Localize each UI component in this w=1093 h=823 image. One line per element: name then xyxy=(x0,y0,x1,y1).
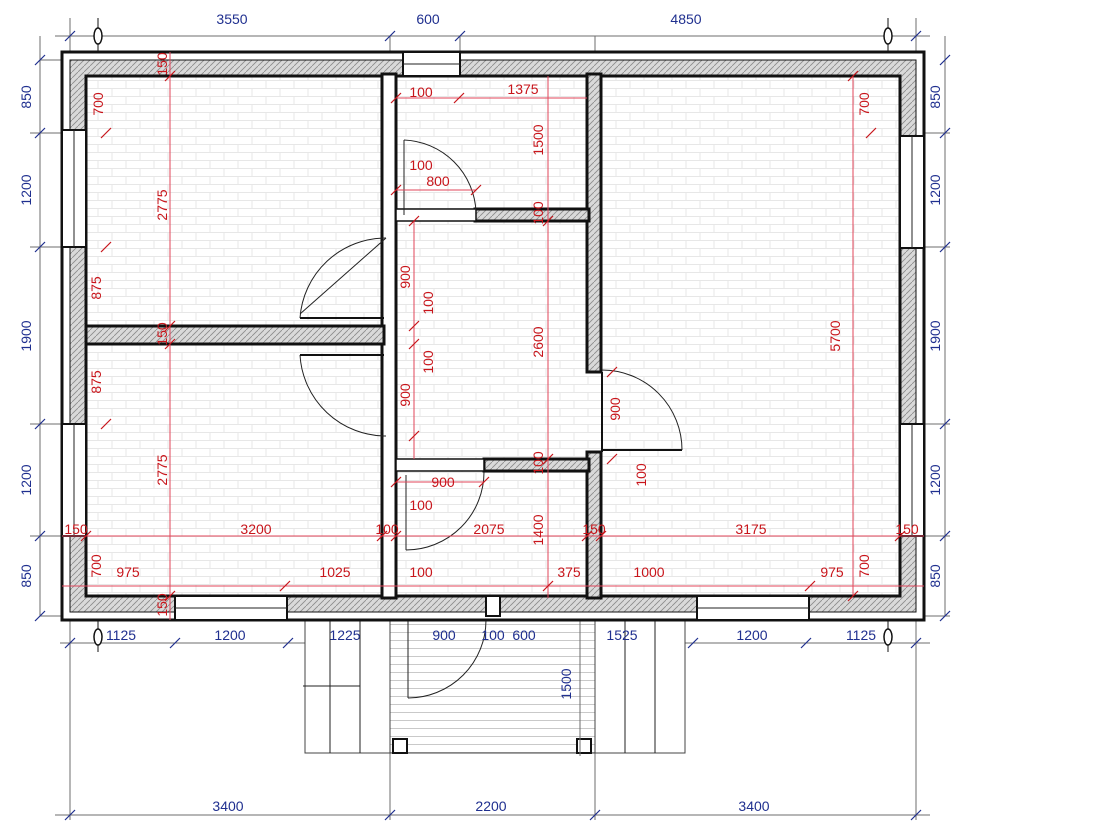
dim-right-2: 1200 xyxy=(927,174,943,205)
dim-700-tr: 700 xyxy=(856,92,872,116)
dim-700-bl: 700 xyxy=(88,554,104,578)
interior-walls xyxy=(84,72,603,600)
dim-porch: 1500 xyxy=(558,668,574,699)
dim-1025: 1025 xyxy=(319,564,350,580)
dim-lower-4: 900 xyxy=(432,627,456,643)
dim-2600: 2600 xyxy=(530,326,546,357)
dim-1000: 1000 xyxy=(633,564,664,580)
interior-dimension-labels: 150 700 2775 875 150 875 2775 150 3200 1… xyxy=(64,52,919,617)
dim-900-c: 900 xyxy=(431,474,455,490)
dim-right-5: 850 xyxy=(927,564,943,588)
dim-100-f: 100 xyxy=(530,451,546,475)
dim-top-1: 3550 xyxy=(216,11,247,27)
dim-left-1: 850 xyxy=(18,85,34,109)
dim-left-3: 1900 xyxy=(18,320,34,351)
dim-2775-bottom: 2775 xyxy=(154,454,170,485)
dim-lower-2: 1200 xyxy=(214,627,245,643)
dim-2775-top: 2775 xyxy=(154,189,170,220)
dim-right-1: 850 xyxy=(927,85,943,109)
dim-100-h: 100 xyxy=(409,564,433,580)
dim-100-mid: 100 xyxy=(375,521,399,537)
dim-1500: 1500 xyxy=(530,124,546,155)
dim-100-i: 100 xyxy=(633,463,649,487)
dim-left-5: 850 xyxy=(18,564,34,588)
grid-markers xyxy=(93,18,893,652)
dim-150-mid: 150 xyxy=(154,322,170,346)
dim-lower-6: 600 xyxy=(512,627,536,643)
entry-porch xyxy=(303,617,686,756)
dim-left-4: 1200 xyxy=(18,464,34,495)
dim-100-e: 100 xyxy=(420,350,436,374)
dim-1375: 1375 xyxy=(507,81,538,97)
dim-top-3: 4850 xyxy=(670,11,701,27)
windows xyxy=(61,51,925,621)
dim-100-b: 100 xyxy=(409,157,433,173)
dim-lower-1: 1125 xyxy=(106,627,136,643)
dim-100-d: 100 xyxy=(420,291,436,315)
dim-875-a: 875 xyxy=(88,276,104,300)
outer-dimension-labels: 3550 600 4850 3400 2200 3400 850 1200 19… xyxy=(18,11,943,814)
dim-2075: 2075 xyxy=(473,521,504,537)
dim-right-3: 1900 xyxy=(927,320,943,351)
dim-700-br: 700 xyxy=(856,554,872,578)
dim-150-top: 150 xyxy=(154,52,170,76)
dim-right-4: 1200 xyxy=(927,464,943,495)
dim-700-tl: 700 xyxy=(90,92,106,116)
dim-100-c: 100 xyxy=(530,201,546,225)
dim-1400: 1400 xyxy=(530,514,546,545)
dim-100-g: 100 xyxy=(409,497,433,513)
dim-left-2: 1200 xyxy=(18,174,34,205)
dim-100-a: 100 xyxy=(409,84,433,100)
dim-150-right: 150 xyxy=(895,521,919,537)
interior-dimension-lines xyxy=(62,52,924,620)
dim-lower-3: 1225 xyxy=(329,627,360,643)
dim-975-left: 975 xyxy=(116,564,140,580)
dim-5700: 5700 xyxy=(827,320,843,351)
dim-3175: 3175 xyxy=(735,521,766,537)
dim-150-left: 150 xyxy=(64,521,88,537)
doors xyxy=(299,139,683,551)
dim-bottom-2: 2200 xyxy=(475,798,506,814)
dim-150-bottom: 150 xyxy=(154,593,170,617)
dim-875-b: 875 xyxy=(88,370,104,394)
dim-lower-8: 1200 xyxy=(736,627,767,643)
dim-top-2: 600 xyxy=(416,11,440,27)
dim-3200: 3200 xyxy=(240,521,271,537)
dim-lower-9: 1125 xyxy=(846,627,876,643)
dim-900-b: 900 xyxy=(397,383,413,407)
dim-lower-5: 100 xyxy=(481,627,505,643)
interior-dimension-ticks xyxy=(80,70,906,602)
exterior-walls xyxy=(60,50,926,622)
dim-150-c: 150 xyxy=(582,521,606,537)
dim-375: 375 xyxy=(557,564,581,580)
dim-900-d: 900 xyxy=(607,397,623,421)
dim-975-right: 975 xyxy=(820,564,844,580)
dim-lower-7: 1525 xyxy=(606,627,637,643)
dim-800: 800 xyxy=(426,173,450,189)
dim-bottom-1: 3400 xyxy=(212,798,243,814)
dim-bottom-3: 3400 xyxy=(738,798,769,814)
dim-900-a: 900 xyxy=(397,265,413,289)
